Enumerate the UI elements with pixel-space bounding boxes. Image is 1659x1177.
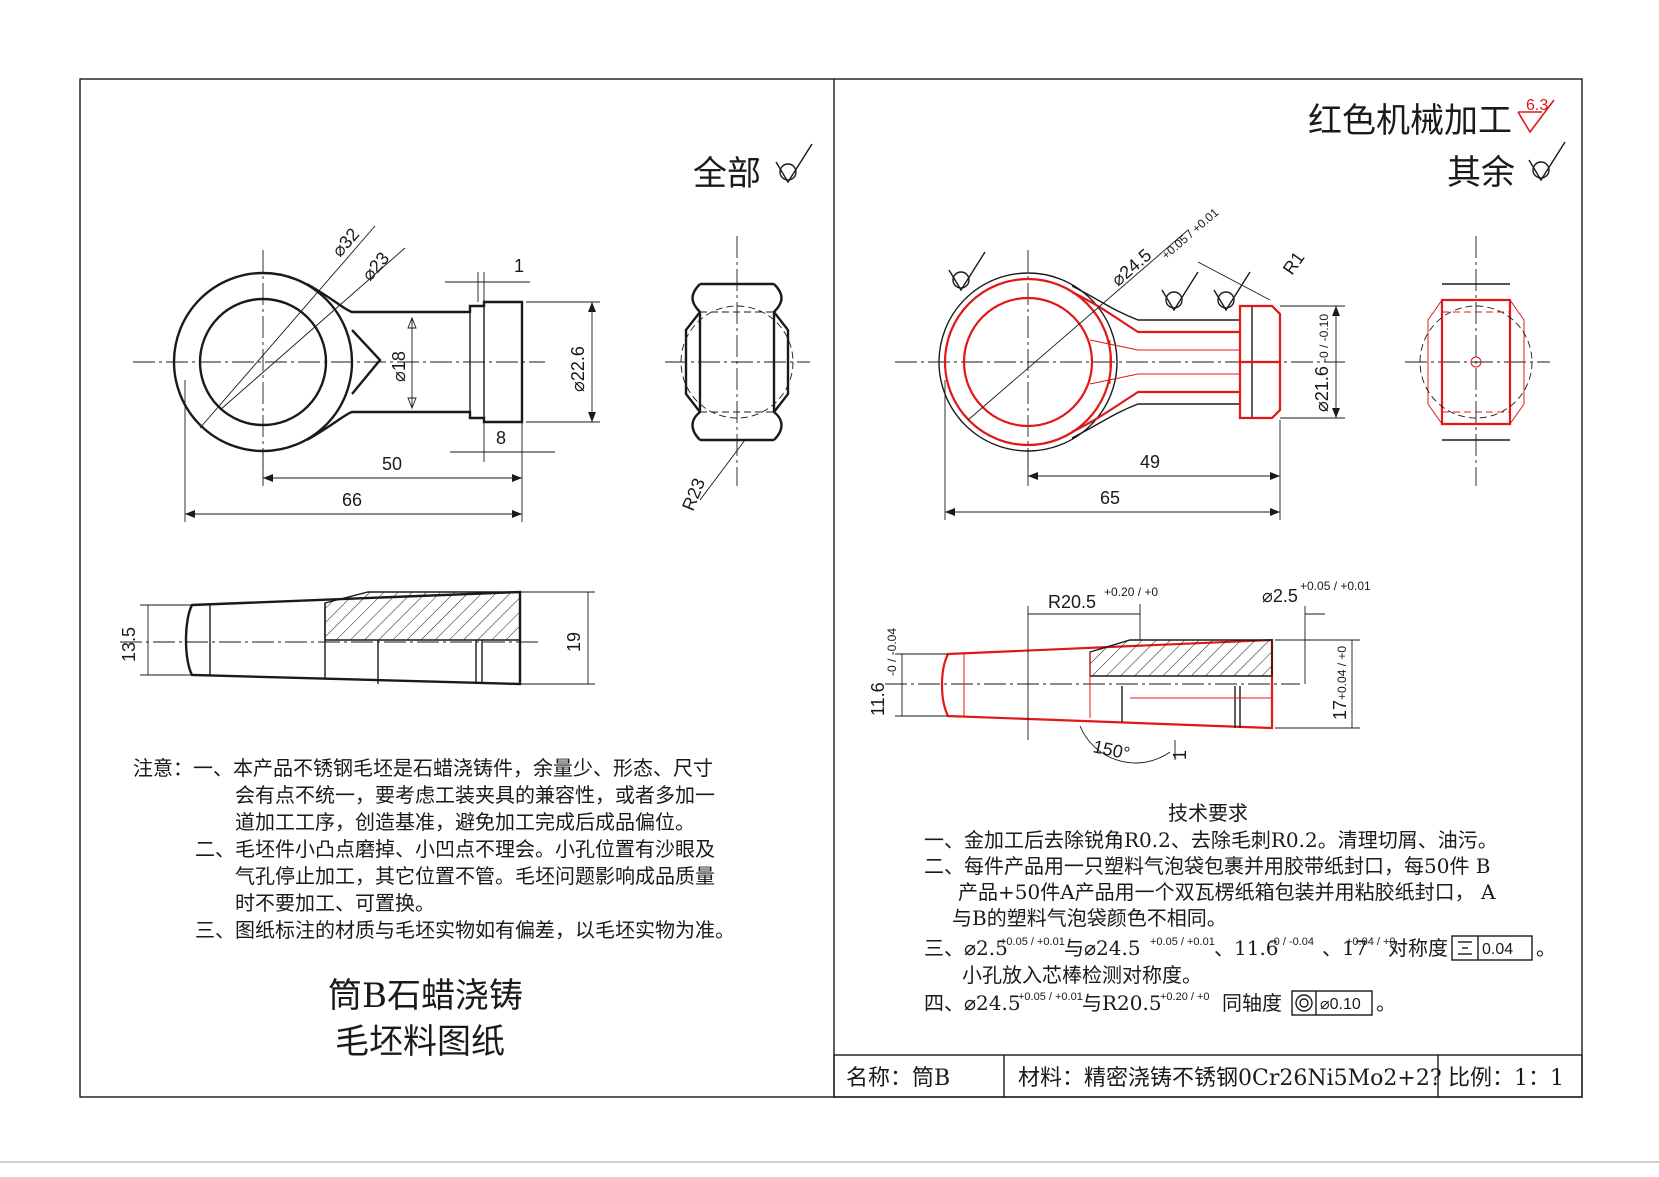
dim-angle-150: 150° bbox=[1091, 736, 1132, 763]
dim-d2-5-tolerance: +0.05 / +0.01 bbox=[1300, 579, 1371, 593]
tech-line-5-tol-3: -0 / -0.04 bbox=[1270, 936, 1314, 948]
dim-d24-5-tolerance: +0.05 / +0.01 bbox=[1159, 205, 1222, 262]
roughness-symbol-icon bbox=[948, 251, 986, 292]
tech-line-5c: 、11.6 bbox=[1214, 936, 1279, 960]
dim-d21-6: ⌀21.6 bbox=[1312, 366, 1332, 412]
blank-title-line-1: 筒B石蜡浇铸 bbox=[328, 976, 523, 1016]
tech-line-7a: 四、⌀24.5 bbox=[924, 991, 1021, 1015]
tech-line-5-tol-2: +0.05 / +0.01 bbox=[1150, 936, 1215, 948]
dim-l49: 49 bbox=[1140, 452, 1160, 472]
left-roughness-label: 全部 bbox=[693, 154, 761, 194]
machining-label: 红色机械加工 bbox=[1308, 101, 1512, 141]
roughness-symbol-icon bbox=[1161, 271, 1199, 312]
left-side-view bbox=[665, 236, 810, 501]
tech-line-2: 二、每件产品用一只塑料气泡袋包裹并用胶带纸封口，每50件 B bbox=[924, 854, 1491, 878]
title-block bbox=[833, 1054, 1583, 1098]
right-front-view bbox=[895, 229, 1345, 520]
dim-l66: 66 bbox=[342, 490, 362, 510]
tech-line-7d: 。 bbox=[1376, 991, 1396, 1015]
dim-h17-tolerance: +0.04 / +0 bbox=[1335, 646, 1349, 700]
tech-line-7c: 同轴度 bbox=[1222, 991, 1282, 1015]
tech-line-5f: 。 bbox=[1536, 936, 1556, 960]
dim-h13-5: 13.5 bbox=[119, 627, 139, 662]
symmetry-tolerance-frame bbox=[1451, 935, 1533, 961]
sheet-border bbox=[79, 78, 1583, 1098]
dim-h17: 17 bbox=[1330, 700, 1350, 720]
roughness-symbol-icon bbox=[1213, 271, 1251, 312]
dim-r1: R1 bbox=[1279, 248, 1309, 278]
tech-line-5-tol-4: +0.04 / +0 bbox=[1346, 936, 1396, 948]
tech-line-5a: 三、⌀2.5 bbox=[924, 936, 1008, 960]
title-block-material: 材料：精密浇铸不锈钢0Cr26Ni5Mo2+2? bbox=[1018, 1066, 1442, 1091]
left-front-view bbox=[133, 225, 600, 522]
dim-d18: ⌀18 bbox=[389, 351, 409, 382]
dim-l65: 65 bbox=[1100, 488, 1120, 508]
dim-h11-6-tolerance: -0 / -0.04 bbox=[885, 628, 899, 676]
tech-line-6: 小孔放入芯棒检测对称度。 bbox=[962, 963, 1202, 987]
dim-w8: 8 bbox=[496, 428, 506, 448]
note-line-3: 道加工工序，创造基准，避免加工完成后成品偏位。 bbox=[235, 810, 695, 834]
dim-d21-6-tolerance: -0 / -0.10 bbox=[1317, 314, 1331, 362]
tech-line-1: 一、金加工后去除锐角R0.2、去除毛刺R0.2。清理切屑、油污。 bbox=[924, 828, 1498, 852]
dim-d2-5: ⌀2.5 bbox=[1262, 586, 1298, 606]
note-line-4: 二、毛坯件小凸点磨掉、小凹点不理会。小孔位置有沙眼及 bbox=[195, 837, 715, 861]
left-notes: 注意：一、本产品不锈钢毛坯是石蜡浇铸件，余量少、形态、尺寸 会有点不统一，要考虑… bbox=[133, 756, 735, 942]
dim-w1-right: 1 bbox=[1170, 750, 1190, 760]
dim-h19: 19 bbox=[564, 632, 584, 652]
blank-title-line-2: 毛坯料图纸 bbox=[335, 1022, 505, 1062]
note-line-6: 时不要加工、可置换。 bbox=[235, 891, 435, 915]
tech-line-7b: 与R20.5 bbox=[1082, 991, 1162, 1015]
dim-d22-6: ⌀22.6 bbox=[568, 346, 588, 392]
right-panel: 红色机械加工 6.3 其余 bbox=[833, 97, 1583, 1098]
tech-title: 技术要求 bbox=[1168, 801, 1248, 825]
other-surfaces-label: 其余 bbox=[1447, 153, 1515, 193]
dim-d32: ⌀32 bbox=[328, 224, 363, 260]
roughness-symbol-icon bbox=[775, 143, 813, 184]
symmetry-tolerance-value: 0.04 bbox=[1482, 941, 1513, 958]
tech-line-5d: 、17 bbox=[1322, 936, 1367, 960]
dim-l50: 50 bbox=[382, 454, 402, 474]
note-line-7: 三、图纸标注的材质与毛坯实物如有偏差，以毛坯实物为准。 bbox=[195, 918, 735, 942]
right-side-view bbox=[1405, 236, 1550, 486]
left-panel: 全部 bbox=[119, 143, 813, 1062]
tech-line-5b: 与⌀24.5 bbox=[1064, 936, 1141, 960]
dim-d23: ⌀23 bbox=[358, 248, 393, 284]
dim-h11-6: 11.6 bbox=[868, 682, 888, 716]
dim-r20-5-tolerance: +0.20 / +0 bbox=[1104, 585, 1158, 599]
tech-line-5-tol-1: +0.05 / +0.01 bbox=[1000, 936, 1065, 948]
tech-requirements: 技术要求 一、金加工后去除锐角R0.2、去除毛刺R0.2。清理切屑、油污。 二、… bbox=[924, 801, 1556, 1016]
dim-r20-5: R20.5 bbox=[1048, 592, 1096, 612]
tech-line-5e: 对称度 bbox=[1388, 936, 1448, 960]
note-line-1: 注意：一、本产品不锈钢毛坯是石蜡浇铸件，余量少、形态、尺寸 bbox=[133, 756, 713, 780]
coaxiality-tolerance-frame bbox=[1291, 990, 1373, 1016]
left-section-view bbox=[120, 590, 595, 686]
tech-line-7-tol-1: +0.05 / +0.01 bbox=[1018, 991, 1083, 1003]
roughness-value: 6.3 bbox=[1526, 97, 1548, 114]
note-line-5: 气孔停止加工，其它位置不管。毛坯问题影响成品质量 bbox=[235, 864, 715, 888]
coaxiality-icon bbox=[1295, 994, 1313, 1012]
tech-line-3: 产品+50件A产品用一个双瓦楞纸箱包装并用粘胶纸封口， A bbox=[958, 880, 1496, 904]
title-block-name: 名称：筒B bbox=[846, 1066, 950, 1091]
title-block-scale: 比例：1：1 bbox=[1448, 1066, 1564, 1091]
tech-line-7-tol-2: +0.20 / +0 bbox=[1160, 991, 1210, 1003]
coaxiality-tolerance-value: ⌀0.10 bbox=[1320, 996, 1361, 1013]
note-line-2: 会有点不统一，要考虑工装夹具的兼容性，或者多加一 bbox=[235, 783, 715, 807]
red-roughness-symbol-icon bbox=[1517, 99, 1555, 134]
tech-line-4: 与B的塑料气泡袋颜色不相同。 bbox=[952, 906, 1227, 930]
right-section-view bbox=[885, 604, 1360, 764]
dim-w1: 1 bbox=[514, 256, 524, 276]
roughness-symbol-icon bbox=[1528, 141, 1566, 182]
dim-d24-5: ⌀24.5 bbox=[1108, 245, 1156, 290]
